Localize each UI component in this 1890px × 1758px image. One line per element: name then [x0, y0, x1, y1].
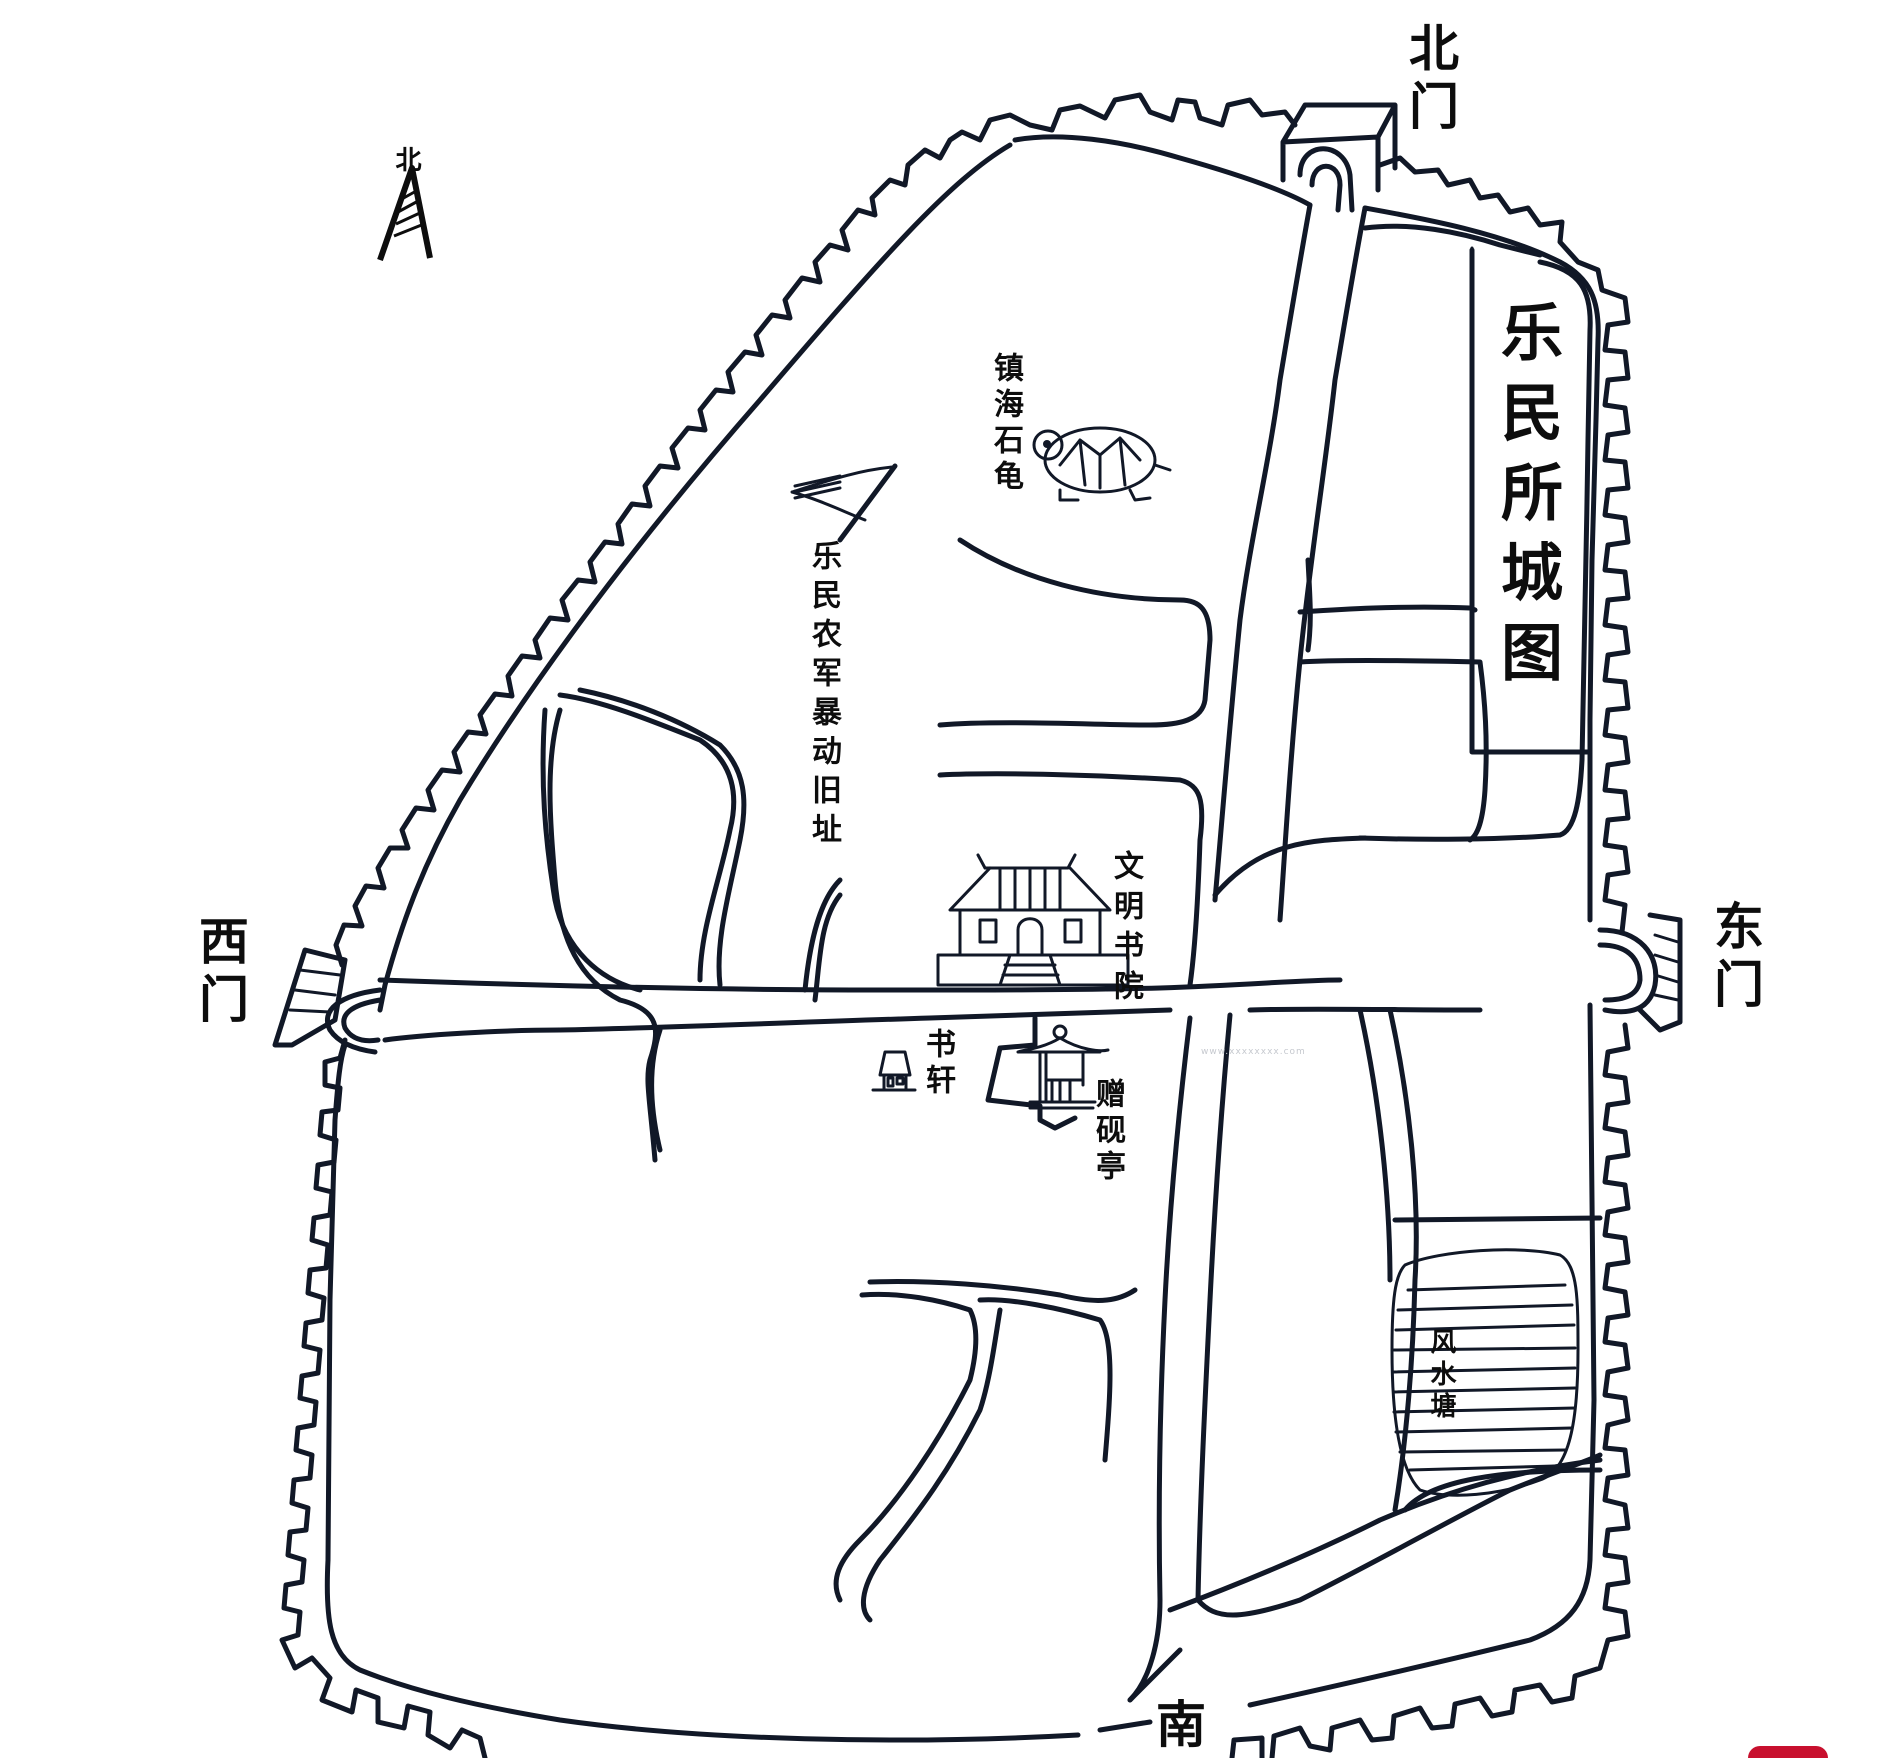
- landmark-inkstone-pavilion-label: 赠砚亭: [1090, 1078, 1125, 1186]
- gate-label-south: 南: [1148, 1698, 1207, 1756]
- compass-north-label: 北: [391, 146, 421, 172]
- title-frame: [1469, 247, 1593, 755]
- city-wall-inner: [324, 134, 1601, 1743]
- flag-icon: [790, 463, 898, 543]
- map-title: 乐民所城图: [1490, 300, 1563, 700]
- pond-icon: [1390, 1248, 1580, 1497]
- landmark-stone-turtle-label: 镇海石龟: [988, 352, 1023, 496]
- watermark: www.xxxxxxxx.com: [1201, 1047, 1306, 1057]
- gate-label-west: 西门: [191, 915, 250, 1031]
- corner-badge: [1748, 1746, 1828, 1758]
- landmark-fengshui-pond-label: 风水塘: [1426, 1328, 1456, 1424]
- gate-label-east: 东门: [1706, 900, 1765, 1016]
- landmark-uprising-site-label: 乐民农军暴动旧址: [806, 540, 841, 852]
- north-gate-tower-icon: [1280, 102, 1398, 213]
- north-arrow-icon: [377, 165, 433, 261]
- gate-label-north: 北门: [1401, 22, 1460, 138]
- pavilion-icon: [985, 1015, 1110, 1131]
- academy-building-icon: [936, 853, 1130, 987]
- landmark-academy-label: 文明书院: [1108, 850, 1143, 1010]
- city-wall-outer: [279, 92, 1631, 1758]
- landmark-study-pavilion-label: 书轩: [920, 1028, 955, 1100]
- turtle-icon: [1032, 426, 1172, 502]
- west-gate-icon: [272, 947, 383, 1055]
- small-house-icon: [871, 1050, 917, 1092]
- east-gate-icon: [1597, 912, 1683, 1033]
